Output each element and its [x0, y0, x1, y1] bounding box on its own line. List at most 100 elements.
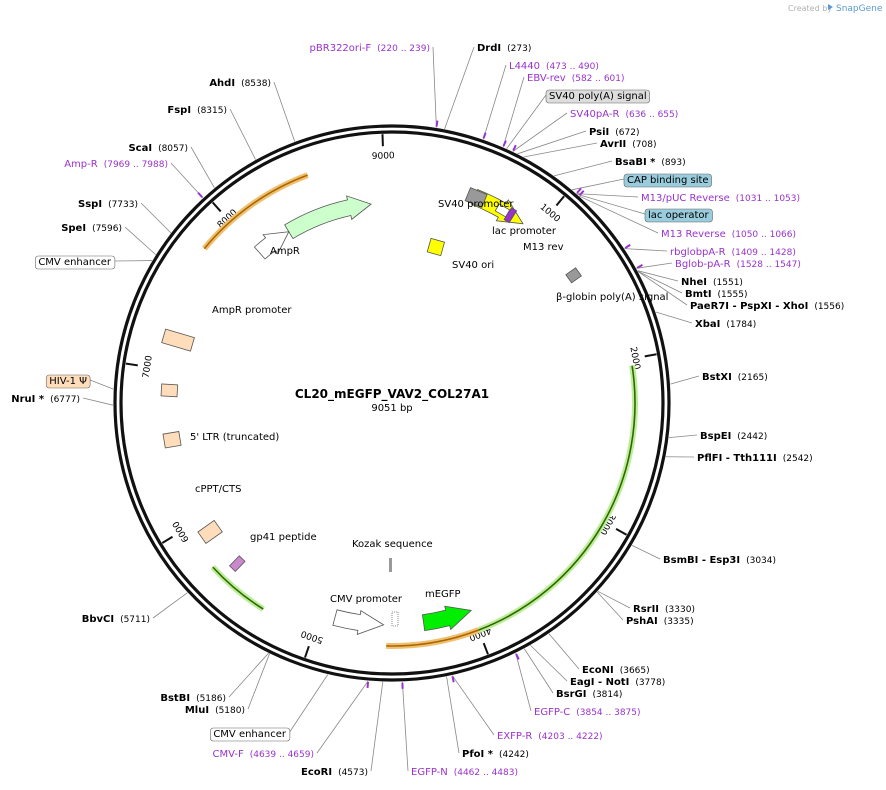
ampr-feature[interactable]: [284, 195, 372, 240]
callout-45[interactable]: FspI(8315): [167, 105, 227, 116]
callout-5[interactable]: SV40pA-R(636 .. 655): [570, 109, 678, 120]
callout-position: (1555): [718, 290, 748, 300]
leader-line: [170, 162, 204, 199]
callout-6[interactable]: PsiI(672): [589, 127, 639, 138]
callout-28[interactable]: EGFP-C(3854 .. 3875): [534, 707, 641, 718]
callout-11[interactable]: lac operator: [644, 208, 713, 223]
callout-text: SV40 poly(A) signal: [549, 91, 647, 102]
callout-29[interactable]: EXFP-R(4203 .. 4222): [497, 731, 603, 742]
callout-39[interactable]: HIV-1 Ψ: [45, 374, 91, 389]
callout-34[interactable]: CMV enhancer: [210, 727, 291, 742]
callout-19[interactable]: BstXI(2165): [702, 372, 768, 383]
callout-41[interactable]: SpeI(7596): [61, 223, 122, 234]
callout-text: XbaI(1784): [695, 319, 756, 330]
callout-1[interactable]: pBR322ori-F(220 .. 239): [310, 43, 430, 54]
plasmid-size: 9051 bp: [371, 403, 412, 414]
callout-18[interactable]: XbaI(1784): [695, 319, 756, 330]
leader-line: [571, 178, 625, 191]
kozak-feature[interactable]: [389, 558, 392, 572]
rre-feature[interactable]: [197, 519, 223, 545]
megfp-start: [391, 611, 399, 627]
feature-label-6: AmpR: [270, 246, 300, 257]
callout-30[interactable]: PfoI *(4242): [462, 749, 529, 760]
tick-mark: [125, 362, 138, 367]
feature-label-0: SV40 promoter: [438, 199, 514, 210]
m13-rev-feature[interactable]: [503, 207, 518, 224]
callout-23[interactable]: RsrII(3330): [633, 604, 695, 615]
gp41-feature[interactable]: [228, 555, 246, 572]
leader-line: [247, 653, 270, 710]
callout-0[interactable]: DrdI(273): [477, 43, 531, 54]
tick-label: 2000: [627, 346, 641, 371]
callout-32[interactable]: EcoRI(4573): [301, 767, 368, 778]
leader-line: [655, 311, 693, 324]
callout-31[interactable]: EGFP-N(4462 .. 4483): [411, 767, 518, 778]
leader-line: [597, 590, 631, 609]
callout-16[interactable]: BmtI(1555): [685, 289, 747, 300]
callout-40[interactable]: CMV enhancer: [35, 255, 116, 270]
callout-25[interactable]: EcoNI(3665): [582, 665, 650, 676]
callout-name: EGFP-C: [534, 707, 570, 718]
callout-12[interactable]: M13 Reverse(1050 .. 1066): [661, 229, 796, 240]
callout-22[interactable]: BsmBI - Esp3I(3034): [663, 555, 776, 566]
hiv-psi-feature[interactable]: [160, 383, 179, 398]
sv40-ori-feature[interactable]: [426, 237, 445, 257]
callout-42[interactable]: SspI(7733): [78, 199, 138, 210]
callout-38[interactable]: NruI *(6777): [11, 394, 80, 405]
callout-4[interactable]: SV40 poly(A) signal: [545, 89, 650, 104]
callout-3[interactable]: EBV-rev(582 .. 601): [527, 73, 625, 84]
callout-35[interactable]: MluI(5180): [185, 705, 245, 716]
callout-text: lac operator: [648, 210, 709, 221]
callout-7[interactable]: AvrII(708): [600, 139, 656, 150]
callout-text: M13/pUC Reverse(1031 .. 1053): [641, 193, 800, 204]
callout-20[interactable]: BspEI(2442): [700, 431, 767, 442]
callout-14[interactable]: Bglob-pA-R(1528 .. 1547): [675, 259, 801, 270]
brand-text[interactable]: SnapGene: [836, 4, 883, 14]
callout-43[interactable]: Amp-R(7969 .. 7988): [64, 159, 168, 170]
cppt-feature[interactable]: [162, 431, 182, 449]
callout-8[interactable]: BsaBI *(893): [615, 157, 686, 168]
leader-line: [596, 591, 624, 621]
callout-33[interactable]: CMV-F(4639 .. 4659): [212, 749, 314, 760]
ampr-promoter-feature[interactable]: [253, 231, 290, 260]
tick-label: 9000: [372, 151, 396, 162]
cmv-promoter-feature[interactable]: [332, 609, 385, 636]
callout-36[interactable]: BstBI(5186): [160, 693, 226, 704]
callout-46[interactable]: AhdI(8538): [209, 78, 271, 89]
callout-position: (3665): [620, 666, 650, 676]
callout-position: (6777): [50, 395, 80, 405]
callout-17[interactable]: PaeR7I - PspXI - XhoI(1556): [690, 301, 844, 312]
leader-line: [668, 434, 698, 439]
callout-name: PshAI: [626, 616, 658, 627]
callout-37[interactable]: BbvCI(5711): [82, 614, 150, 625]
leader-line: [370, 681, 384, 772]
callout-position: (708): [632, 140, 656, 150]
callout-9[interactable]: CAP binding site: [623, 173, 712, 188]
callout-24[interactable]: PshAI(3335): [626, 616, 694, 627]
callout-27[interactable]: BsrGI(3814): [556, 689, 622, 700]
leader-line: [517, 130, 587, 155]
callout-10[interactable]: M13/pUC Reverse(1031 .. 1053): [641, 193, 800, 204]
leader-line: [229, 108, 256, 160]
callout-name: BsmBI - Esp3I: [663, 555, 740, 566]
callout-text: BsaBI *(893): [615, 157, 686, 168]
callout-13[interactable]: rbglobpA-R(1409 .. 1428): [670, 247, 796, 258]
callout-text: L4440(473 .. 490): [509, 61, 599, 72]
callout-44[interactable]: ScaI(8057): [128, 143, 188, 154]
primer-site-mark: [624, 243, 631, 249]
callout-15[interactable]: NheI(1551): [681, 277, 743, 288]
tick-label: 5000: [300, 628, 325, 645]
megfp-feature[interactable]: [421, 605, 473, 632]
primer-site-mark: [366, 681, 370, 689]
callout-text: BsrGI(3814): [556, 689, 622, 700]
callout-name: ScaI: [128, 143, 152, 154]
beta-globin-polya-feature[interactable]: [565, 267, 582, 284]
inner-backbone-circle: [119, 130, 665, 676]
callout-26[interactable]: EagI - NotI(3778): [570, 677, 665, 688]
ltr-feature[interactable]: [161, 328, 195, 352]
sv40-promoter-feature[interactable]: [464, 187, 488, 208]
callout-2[interactable]: L4440(473 .. 490): [509, 61, 599, 72]
callout-21[interactable]: PflFI - Tth111I(2542): [697, 453, 813, 464]
leader-line: [512, 112, 568, 152]
